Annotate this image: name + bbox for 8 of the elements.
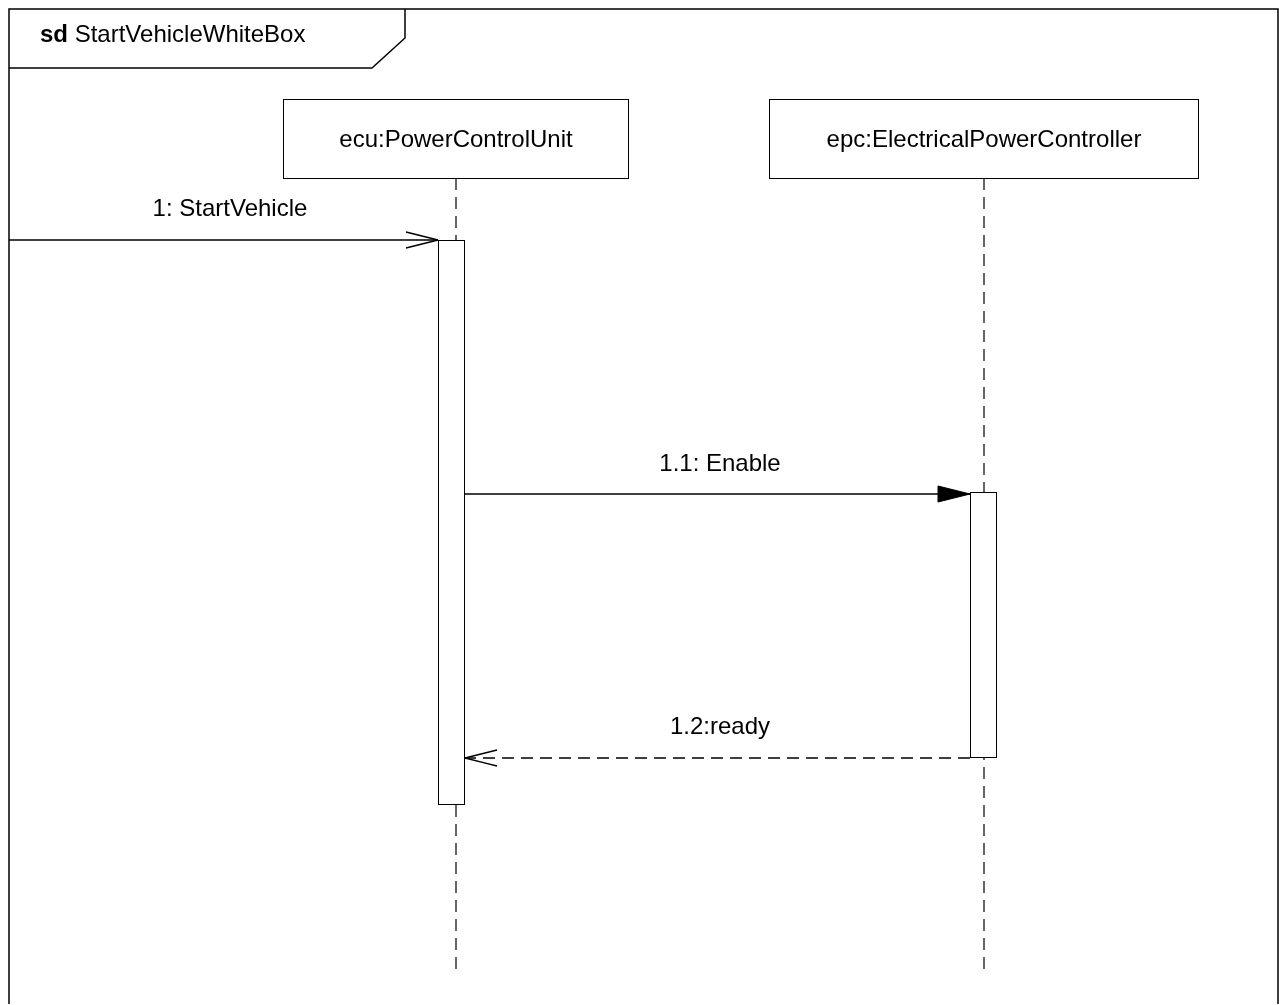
diagram-title: sd StartVehicleWhiteBox: [40, 20, 306, 48]
activation-bar: [438, 240, 465, 805]
lifeline-head: ecu:PowerControlUnit: [283, 99, 629, 179]
message-arrow: [8, 231, 439, 249]
activation-bar: [970, 492, 997, 758]
message-arrow: [464, 485, 971, 503]
message-arrow: [464, 749, 971, 767]
lifeline-head: epc:ElectricalPowerController: [769, 99, 1199, 179]
